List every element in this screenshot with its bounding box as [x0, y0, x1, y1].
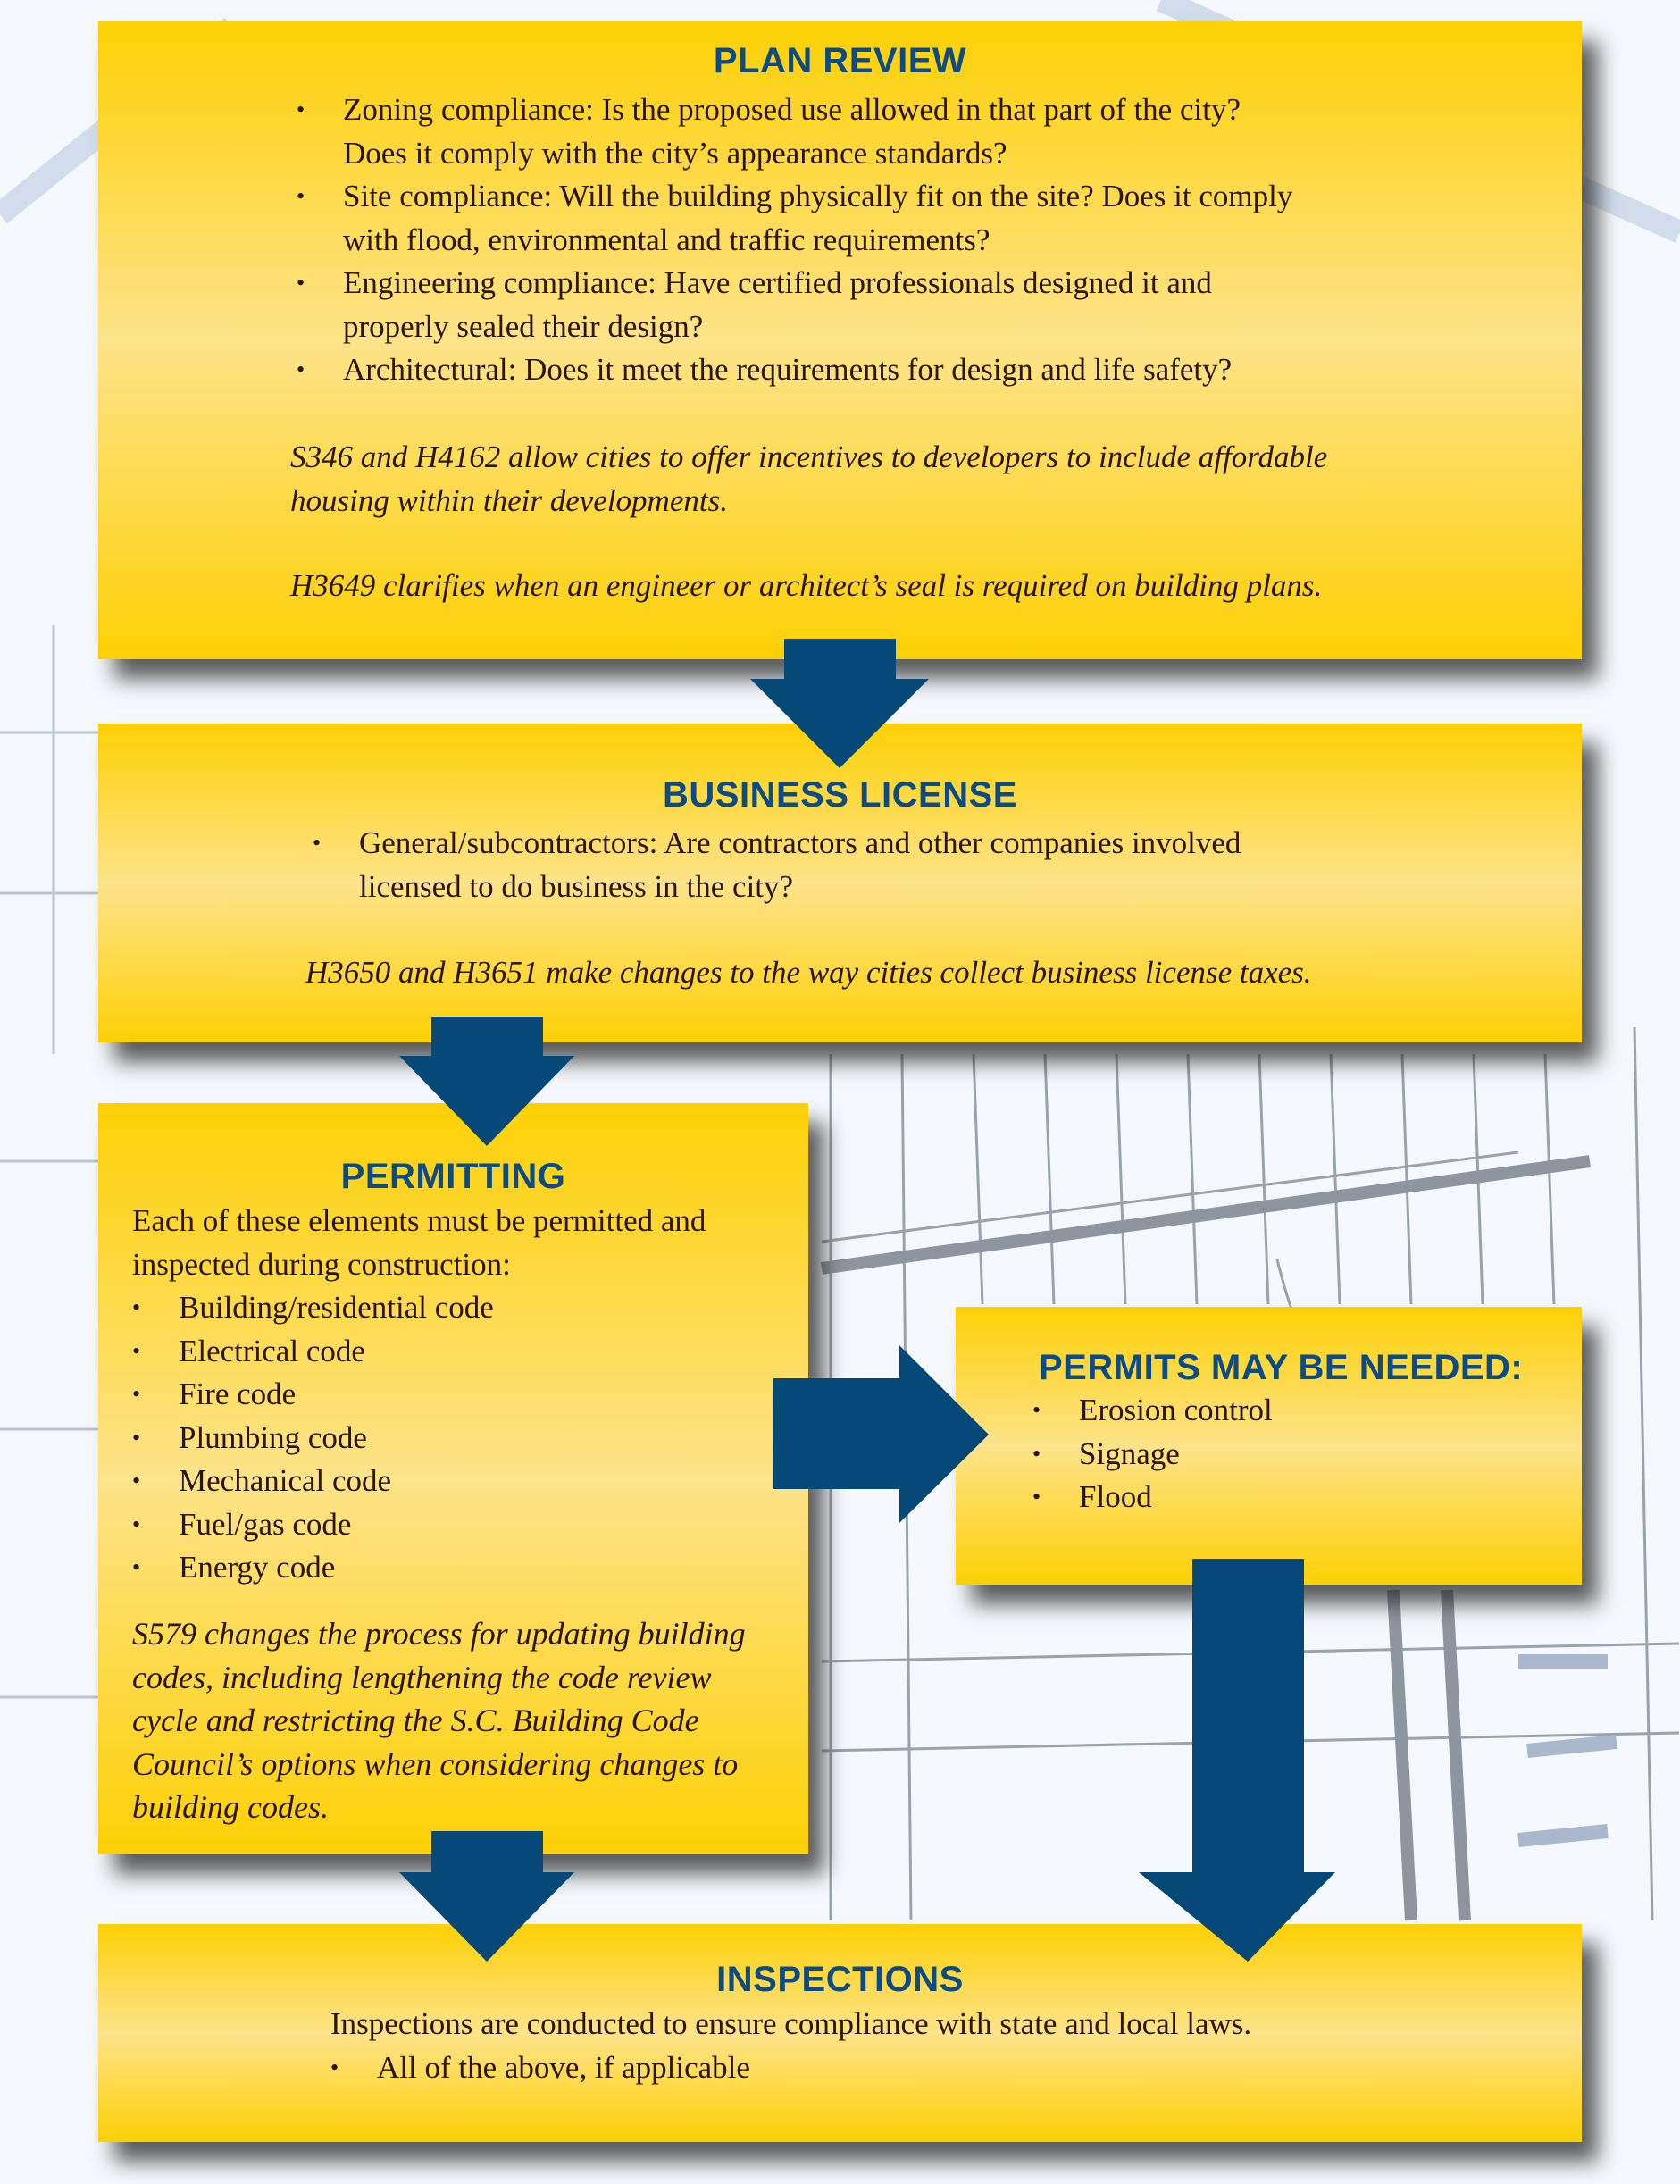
permits-needed-title: PERMITS MAY BE NEEDED: — [1039, 1348, 1524, 1387]
bullet-text: Fuel/gas code — [179, 1506, 352, 1542]
list-item: • Mechanical code — [132, 1460, 793, 1503]
permitting-note: S579 changes the process for updating bu… — [132, 1612, 802, 1829]
business-license-box: BUSINESS LICENSE • General/subcontractor… — [98, 724, 1582, 1042]
bullet-text: Signage — [1079, 1435, 1180, 1471]
arrow-down-icon — [399, 1831, 574, 1962]
list-item: • Fuel/gas code — [132, 1503, 793, 1547]
bullet-text: Architectural: Does it meet the requirem… — [343, 352, 1233, 387]
bullet-icon: • — [1032, 1397, 1041, 1423]
business-license-title: BUSINESS LICENSE — [663, 775, 1017, 815]
inspections-title: INSPECTIONS — [716, 1960, 964, 1999]
list-item: • Flood — [1032, 1476, 1568, 1519]
permitting-title: PERMITTING — [340, 1157, 566, 1196]
arrow-right-icon — [773, 1345, 989, 1523]
note-line: Council’s options when considering chang… — [132, 1745, 739, 1782]
list-item: • Zoning compliance: Is the proposed use… — [297, 88, 1458, 175]
bullet-text: Erosion control — [1079, 1393, 1273, 1427]
inspections-body: Inspections are conducted to ensure comp… — [330, 2003, 1492, 2089]
bullet-icon: • — [297, 356, 305, 382]
permitting-bullets: • Building/residential code • Electrical c… — [132, 1286, 793, 1590]
permits-needed-bullets: • Erosion control • Signage • Flood — [1032, 1389, 1568, 1519]
bullet-text: Electrical code — [179, 1333, 365, 1368]
inspections-bullets: • All of the above, if applicable — [330, 2046, 1492, 2090]
bullet-text: Building/residential code — [179, 1290, 494, 1325]
intro-line: inspected during construction: — [132, 1246, 511, 1282]
bullet-icon: • — [330, 2054, 339, 2080]
list-item: • All of the above, if applicable — [330, 2046, 1492, 2090]
bullet-text: Zoning compliance: Is the proposed use a… — [343, 92, 1241, 127]
note-line: S346 and H4162 allow cities to offer inc… — [290, 439, 1328, 474]
note-line: building codes. — [132, 1789, 329, 1825]
list-item: • General/subcontractors: Are contractor… — [313, 822, 1474, 908]
list-item: • Plumbing code — [132, 1417, 793, 1460]
list-item: • Signage — [1032, 1433, 1568, 1477]
bullet-icon: • — [313, 830, 322, 856]
list-item: • Electrical code — [132, 1330, 793, 1374]
plan-review-bullets: • Zoning compliance: Is the proposed use… — [297, 88, 1458, 392]
bullet-icon: • — [297, 183, 305, 209]
arrow-down-icon — [750, 639, 929, 768]
business-license-bullets: • General/subcontractors: Are contractor… — [313, 822, 1474, 908]
bullet-text: All of the above, if applicable — [377, 2049, 750, 2085]
bullet-icon: • — [132, 1337, 141, 1364]
note-line: codes, including lengthening the code re… — [132, 1659, 712, 1695]
bullet-text: Flood — [1079, 1479, 1152, 1514]
arrow-down-icon — [1139, 1559, 1335, 1962]
bullet-text: with flood, environmental and traffic re… — [343, 222, 990, 257]
permitting-box: PERMITTING Each of these elements must b… — [98, 1103, 808, 1854]
note-line: S579 changes the process for updating bu… — [132, 1616, 746, 1652]
list-item: • Building/residential code — [132, 1286, 793, 1330]
bullet-icon: • — [297, 96, 305, 122]
bullet-icon: • — [132, 1424, 141, 1451]
bullet-text: Plumbing code — [179, 1419, 367, 1455]
bullet-icon: • — [132, 1510, 141, 1537]
note-line: housing within their developments. — [290, 482, 728, 518]
list-item: • Engineering compliance: Have certified… — [297, 262, 1458, 348]
bullet-icon: • — [132, 1381, 141, 1407]
bullet-text: licensed to do business in the city? — [359, 868, 794, 904]
bullet-text: Energy code — [179, 1550, 336, 1585]
bullet-icon: • — [132, 1294, 141, 1320]
permits-needed-box: PERMITS MAY BE NEEDED: • Erosion control … — [956, 1307, 1582, 1585]
bullet-text: Does it comply with the city’s appearanc… — [343, 135, 1007, 171]
plan-review-note-seal: H3649 clarifies when an engineer or arch… — [290, 565, 1541, 608]
note-line: H3650 and H3651 make changes to the way … — [305, 955, 1312, 990]
bullet-icon: • — [1032, 1440, 1041, 1467]
business-license-note: H3650 and H3651 make changes to the way … — [305, 951, 1556, 995]
bullet-icon: • — [1032, 1484, 1041, 1510]
note-line: cycle and restricting the S.C. Building … — [132, 1703, 699, 1738]
plan-review-box: PLAN REVIEW • Zoning compliance: Is the … — [98, 21, 1582, 659]
inspections-box: INSPECTIONS Inspections are conducted to… — [98, 1924, 1582, 2142]
plan-review-note-affordable-housing: S346 and H4162 allow cities to offer inc… — [290, 436, 1541, 523]
list-item: • Erosion control — [1032, 1389, 1568, 1433]
business-license-body: • General/subcontractors: Are contractor… — [313, 822, 1474, 908]
list-item: • Energy code — [132, 1546, 793, 1590]
plan-review-body: • Zoning compliance: Is the proposed use… — [297, 88, 1458, 392]
bullet-text: Mechanical code — [179, 1463, 392, 1498]
permits-needed-body: • Erosion control • Signage • Flood — [1032, 1389, 1568, 1519]
intro-line: Each of these elements must be permitted… — [132, 1203, 706, 1238]
list-item: • Fire code — [132, 1373, 793, 1417]
bullet-icon: • — [297, 270, 305, 296]
list-item: • Site compliance: Will the building phy… — [297, 175, 1458, 262]
bullet-text: properly sealed their design? — [343, 308, 704, 344]
bullet-text: Engineering compliance: Have certified p… — [343, 265, 1212, 300]
bullet-text: Fire code — [179, 1377, 297, 1411]
inspections-intro: Inspections are conducted to ensure comp… — [330, 2006, 1252, 2041]
permitting-intro: Each of these elements must be permitted… — [132, 1200, 793, 1590]
arrow-down-icon — [399, 1017, 574, 1146]
note-line: H3649 clarifies when an engineer or arch… — [290, 568, 1323, 603]
bullet-icon: • — [132, 1468, 141, 1494]
plan-review-title: PLAN REVIEW — [713, 41, 967, 80]
bullet-text: General/subcontractors: Are contractors … — [359, 825, 1241, 860]
bullet-text: Site compliance: Will the building physi… — [343, 179, 1293, 213]
list-item: • Architectural: Does it meet the requir… — [297, 348, 1458, 392]
bullet-icon: • — [132, 1554, 141, 1580]
